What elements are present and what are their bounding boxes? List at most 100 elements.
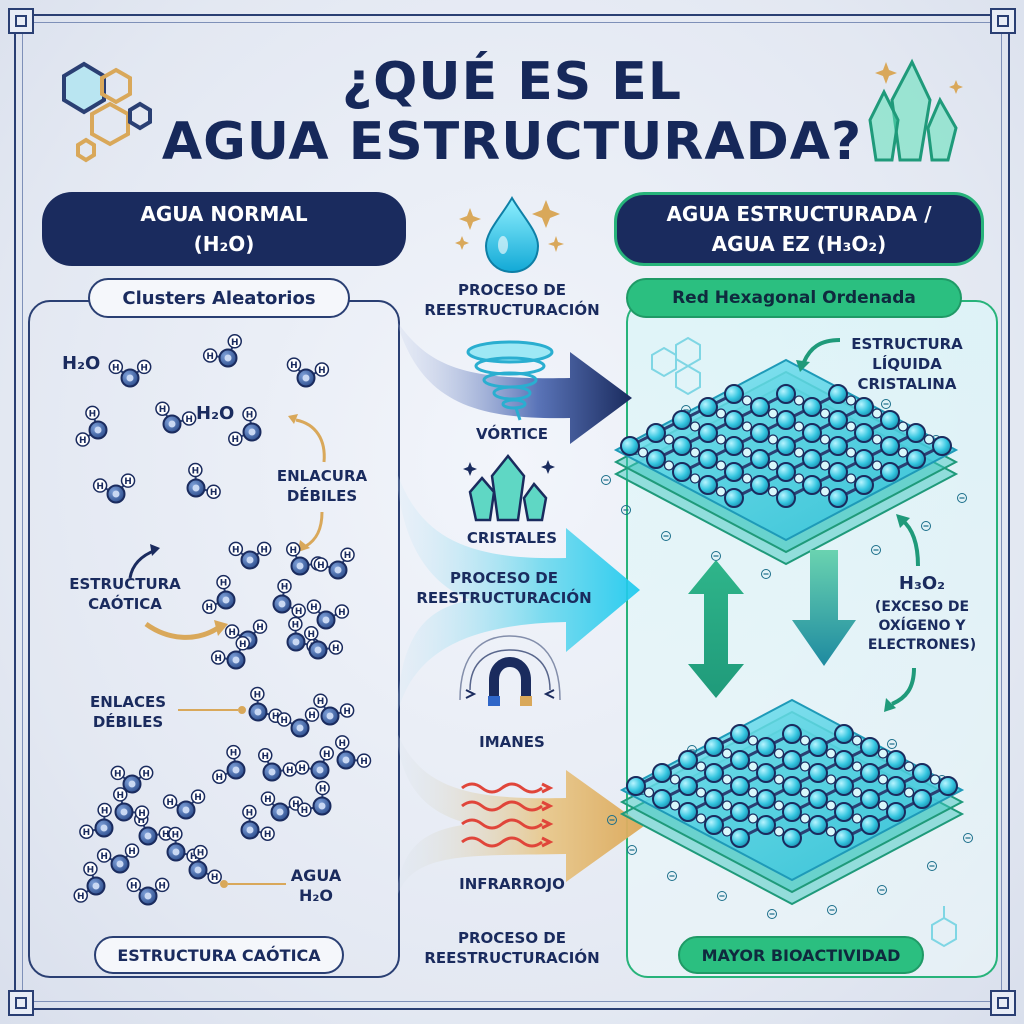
hexagonal-lattice-bottom xyxy=(607,698,973,919)
outer-frame xyxy=(14,14,1010,1010)
hydrogen-letter: H xyxy=(159,405,167,415)
curved-arrow xyxy=(128,544,160,579)
water-molecule: HH xyxy=(228,406,262,446)
hydrogen-letter: H xyxy=(298,764,306,774)
hydrogen-letter: H xyxy=(338,739,346,749)
chaotic-structure-label-line1: ESTRUCTURA xyxy=(69,575,181,593)
hydrogen-letter: H xyxy=(308,711,316,721)
crystalline-liquid-label-line1: ESTRUCTURA xyxy=(851,335,963,353)
corner-ornament xyxy=(990,990,1016,1016)
oxygen-electrons-label-line1: (EXCESO DE xyxy=(874,599,970,615)
hydrogen-letter: H xyxy=(338,608,346,618)
hexagon-cluster-icon xyxy=(651,336,701,396)
hydrogen-letter: H xyxy=(166,798,174,808)
process-label-top-line2: REESTRUCTURACIÓN xyxy=(424,301,600,319)
hydrogen-letter: H xyxy=(260,545,268,555)
hydrogen-letter: H xyxy=(100,852,108,862)
hydrogen-letter: H xyxy=(130,881,138,891)
hydrogen-letter: H xyxy=(264,830,272,840)
random-clusters-tag: Clusters Aleatorios xyxy=(88,278,350,318)
vortex-icon xyxy=(466,340,554,421)
water-molecule: HH xyxy=(240,804,275,841)
normal-water-header: AGUA NORMAL (H₂O) xyxy=(42,192,406,266)
flow-arrow-navy xyxy=(396,320,632,444)
hydrogen-letter: H xyxy=(158,881,166,891)
water-molecule: HH xyxy=(258,748,298,782)
hydrogen-letter: H xyxy=(194,793,202,803)
curved-arrow xyxy=(288,414,326,552)
magnet-icon xyxy=(459,635,561,706)
process-label-top: PROCESO DE REESTRUCTURACIÓN xyxy=(412,280,612,320)
infrared-label: INFRARROJO xyxy=(459,875,565,893)
hydrogen-letter: H xyxy=(246,411,254,421)
water-molecule: HH xyxy=(210,636,250,670)
hydrogen-letter: H xyxy=(232,435,240,445)
process-label-middle-line1: PROCESO DE xyxy=(449,569,559,587)
hydrogen-letter: H xyxy=(319,785,327,795)
water-molecule: HH xyxy=(212,744,246,784)
water-molecule: HH xyxy=(186,462,221,499)
structured-water-header-line1: AGUA ESTRUCTURADA / xyxy=(666,202,932,226)
curved-arrow xyxy=(144,620,228,640)
sparkle-icon xyxy=(455,200,564,252)
crystalline-liquid-label-line3: CRISTALINA xyxy=(857,375,957,393)
oxygen-electrons-label-line3: ELECTRONES) xyxy=(867,637,977,653)
hydrogen-letter: H xyxy=(83,828,91,838)
weak-bonds-label: ENLACURA DÉBILES xyxy=(272,466,372,506)
weak-bonds-label-2-line2: DÉBILES xyxy=(92,713,164,731)
crystalline-liquid-label: ESTRUCTURA LÍQUIDA CRISTALINA xyxy=(842,334,972,394)
hydrogen-letter: H xyxy=(360,757,368,767)
hydrogen-letter: H xyxy=(190,852,198,862)
hydrogen-letter: H xyxy=(292,621,300,631)
hydrogen-letter: H xyxy=(264,795,272,805)
hydrogen-letter: H xyxy=(343,707,351,717)
hydrogen-letter: H xyxy=(256,623,264,633)
water-molecule: HH xyxy=(248,686,283,723)
hydrogen-letter: H xyxy=(197,849,205,859)
hydrogen-letter: H xyxy=(228,628,236,638)
water-molecule: HH xyxy=(79,802,114,839)
hexagon-cluster-icon xyxy=(62,61,152,163)
hydrogen-letter: H xyxy=(211,873,219,883)
hydrogen-letter: H xyxy=(112,363,120,373)
hydrogen-letter: H xyxy=(114,769,122,779)
hydrogen-letter: H xyxy=(137,816,145,826)
water-molecule: HH xyxy=(297,780,332,817)
hydrogen-letter: H xyxy=(87,865,95,875)
hydrogen-letter: H xyxy=(295,607,303,617)
hydrogen-letter: H xyxy=(116,791,124,801)
water-h2o-label-line2: H₂O xyxy=(299,886,333,905)
process-label-top-line1: PROCESO DE xyxy=(457,281,567,299)
structured-water-header: AGUA ESTRUCTURADA / AGUA EZ (H₃O₂) xyxy=(614,192,984,266)
hydrogen-letter: H xyxy=(281,583,289,593)
hydrogen-letter: H xyxy=(301,806,309,816)
hydrogen-letter: H xyxy=(230,749,238,759)
hydrogen-letter: H xyxy=(246,809,254,819)
water-molecule: HH xyxy=(294,746,334,780)
hydrogen-letter: H xyxy=(231,338,239,348)
vortex-label: VÓRTICE xyxy=(475,425,549,443)
hydrogen-letter: H xyxy=(318,366,326,376)
infrared-waves-icon xyxy=(461,782,554,848)
crystal-icon xyxy=(868,58,958,162)
hydrogen-letter: H xyxy=(124,477,132,487)
corner-ornament xyxy=(8,8,34,34)
oxygen-electrons-label-line2: OXÍGENO Y xyxy=(878,618,966,634)
hydrogen-letter: H xyxy=(307,630,315,640)
hydrogen-letter: H xyxy=(289,546,297,556)
weak-bonds-label-line2: DÉBILES xyxy=(286,487,358,505)
hydrogen-letter: H xyxy=(220,579,228,589)
down-arrow xyxy=(792,550,856,666)
flow-arrow-gold xyxy=(396,730,644,900)
hexagonal-lattice-top xyxy=(601,358,967,579)
hydrogen-letter: H xyxy=(101,807,109,817)
chaotic-structure-label-line2: CAÓTICA xyxy=(88,595,162,613)
hydrogen-letter: H xyxy=(210,488,218,498)
process-label-bottom-line2: REESTRUCTURACIÓN xyxy=(424,949,600,967)
process-label-bottom-line1: PROCESO DE xyxy=(457,929,567,947)
